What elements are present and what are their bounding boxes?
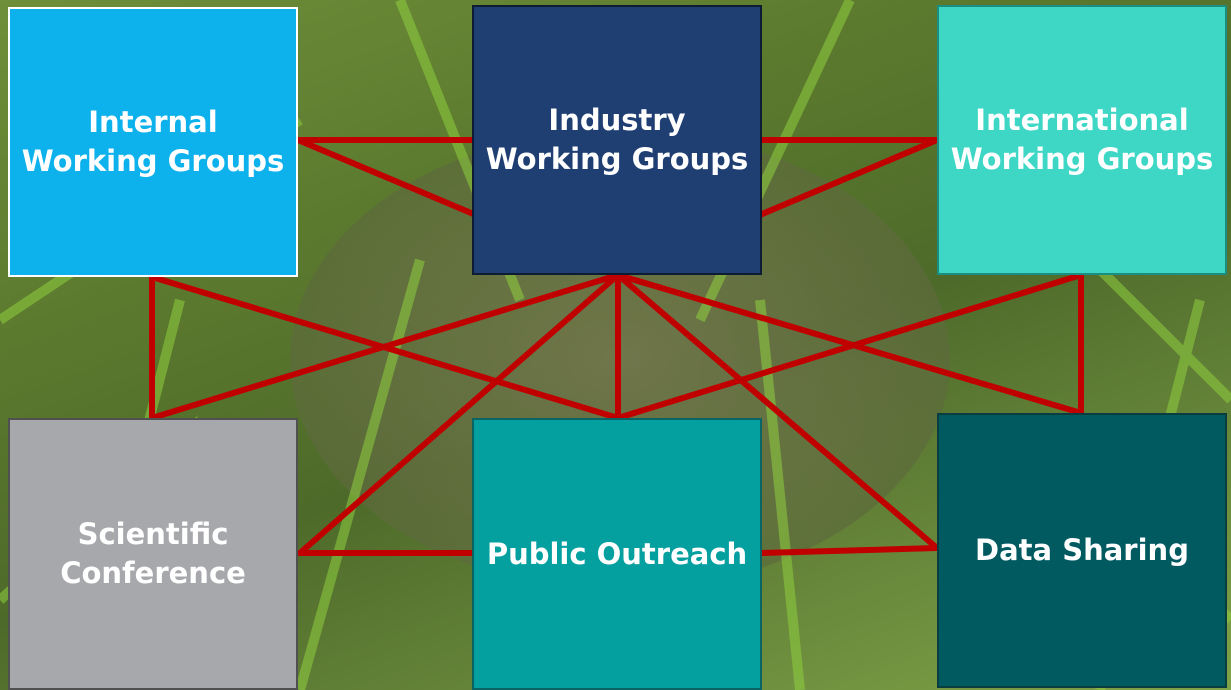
node-data-sharing: Data Sharing	[937, 413, 1227, 688]
connector-line	[297, 272, 621, 556]
connector-line	[615, 272, 940, 551]
node-label: Industry Working Groups	[485, 103, 749, 176]
connector-line	[615, 272, 1084, 421]
node-scientific-conference: Scientific Conference	[8, 418, 298, 690]
node-label: Internal Working Groups	[21, 105, 285, 178]
node-label: International Working Groups	[950, 103, 1214, 176]
node-industry-working-groups: Industry Working Groups	[472, 5, 762, 275]
connector-line	[759, 545, 940, 556]
node-label: Data Sharing	[975, 533, 1189, 567]
node-label: Public Outreach	[486, 536, 748, 571]
node-international-working-groups: International Working Groups	[937, 5, 1227, 275]
node-label: Scientific Conference	[60, 517, 246, 590]
node-public-outreach: Public Outreach	[472, 418, 762, 690]
connector-line	[149, 272, 621, 421]
node-internal-working-groups: Internal Working Groups	[8, 7, 298, 277]
